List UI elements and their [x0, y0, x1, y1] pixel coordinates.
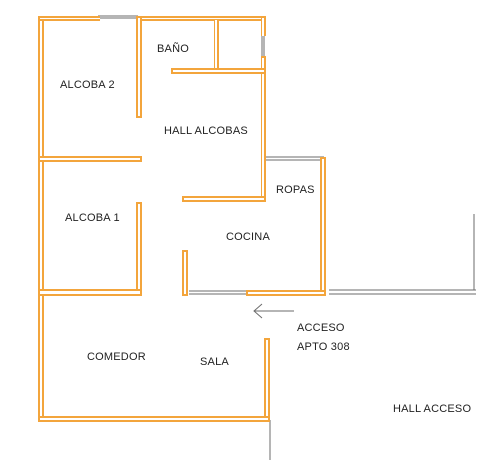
room-label-sala: SALA — [200, 356, 229, 368]
room-label-comedor: COMEDOR — [87, 351, 146, 363]
room-label-ropas: ROPAS — [276, 184, 315, 196]
exterior-lines — [98, 15, 476, 460]
hall-acceso-label: HALL ACCESO — [393, 403, 472, 415]
room-label-cocina: COCINA — [226, 231, 270, 243]
access-label-line2: APTO 308 — [297, 341, 350, 353]
room-label-hall-alcobas: HALL ALCOBAS — [164, 125, 248, 137]
room-label-bano: BAÑO — [157, 43, 189, 55]
access-label-line1: ACCESO — [297, 322, 345, 334]
access-arrow-icon — [253, 303, 294, 319]
walls — [38, 16, 326, 422]
room-label-alcoba-2: ALCOBA 2 — [60, 79, 115, 91]
room-label-alcoba-1: ALCOBA 1 — [65, 212, 120, 224]
